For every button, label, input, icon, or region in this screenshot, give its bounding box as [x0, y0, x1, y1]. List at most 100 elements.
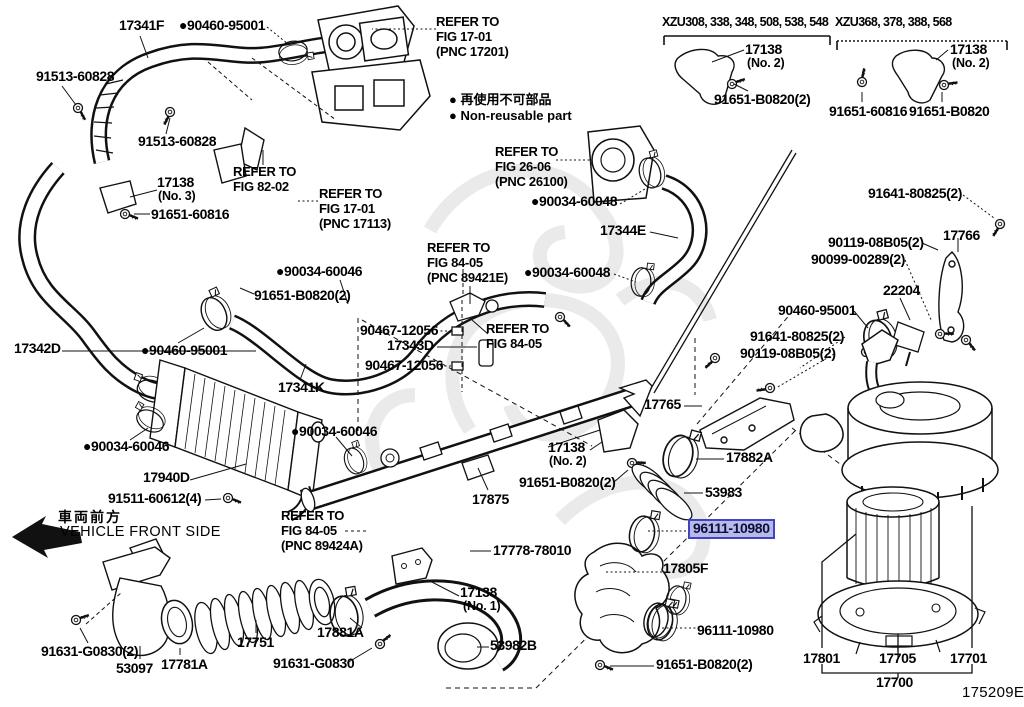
hose-17341f — [90, 36, 326, 164]
throttle-17344e — [587, 125, 708, 306]
part-label-17138-no3[interactable]: 17138 — [157, 174, 194, 190]
vehicle-front-label-en: VEHICLE FRONT SIDE — [60, 524, 221, 540]
part-label-91641-80825-2[interactable]: 91641-80825(2) — [750, 328, 845, 344]
corrugated-duct-17751 — [194, 578, 336, 655]
variant-brackets — [663, 35, 1008, 50]
part-label-22204[interactable]: 22204 — [883, 282, 920, 298]
part-label-91651-B0820-mid[interactable]: 91651-B0820(2) — [519, 474, 616, 490]
part-label-17138-g1[interactable]: 17138 — [745, 41, 782, 57]
part-label-17801[interactable]: 17801 — [803, 650, 840, 666]
intercooler-17940d — [149, 359, 326, 522]
part-label-17138-no2-mid[interactable]: 17138 — [548, 439, 585, 455]
variant-group-1-header: XZU308, 338, 348, 508, 538, 548 — [662, 15, 829, 29]
part-label-17881A[interactable]: 17881A — [317, 624, 364, 640]
part-label-53982B[interactable]: 53982B — [490, 637, 537, 653]
part-label-17341F[interactable]: 17341F — [119, 17, 165, 33]
part-label-91513-60828-1[interactable]: 91513-60828 — [36, 68, 115, 84]
part-label-96111-10980[interactable]: 96111-10980 — [697, 622, 774, 638]
part-label-91651-B0820-midleft[interactable]: 91651-B0820(2) — [254, 287, 351, 303]
vehicle-front-arrow — [12, 516, 82, 558]
part-label-17138-no1[interactable]: 17138 — [460, 584, 497, 600]
part-label-90034-60046-2[interactable]: ●90034-60046 — [291, 423, 378, 439]
part-label-90460-95001-top[interactable]: ●90460-95001 — [179, 17, 266, 33]
part-label-90467-12056-2[interactable]: 90467-12056 — [365, 357, 444, 373]
part-label-53097[interactable]: 53097 — [116, 660, 153, 676]
part-label-17344E[interactable]: 17344E — [600, 222, 646, 238]
part-label-17875[interactable]: 17875 — [472, 491, 509, 507]
part-label-17765[interactable]: 17765 — [644, 396, 681, 412]
hose-53983 — [631, 463, 693, 521]
resonator-53097 — [102, 538, 171, 657]
vehicle-front-label-ja: 車両前方 — [58, 509, 122, 525]
part-label-91651-B0820-bottom[interactable]: 91651-B0820(2) — [656, 656, 753, 672]
turbo-assembly — [311, 5, 431, 131]
variant-parts — [674, 48, 946, 105]
drawing-code: 175209E — [962, 684, 1024, 701]
duct-17805f — [574, 542, 694, 654]
part-label-90034-60046-3[interactable]: ●90034-60046 — [83, 438, 170, 454]
part-label-96111-10980-highlighted[interactable]: 96111-10980 — [688, 519, 775, 539]
part-sublabel-no1: (No. 1) — [463, 599, 501, 613]
legend-non-reusable-en: ● Non-reusable part — [449, 108, 572, 123]
part-label-91631-G0830[interactable]: 91631-G0830 — [273, 655, 355, 671]
part-label-17882A[interactable]: 17882A — [726, 449, 773, 465]
part-label-17138-g2[interactable]: 17138 — [950, 41, 987, 57]
part-label-17751[interactable]: 17751 — [237, 634, 274, 650]
pipe-17875 — [300, 386, 648, 513]
part-label-53983[interactable]: 53983 — [705, 484, 742, 500]
part-label-91651-60816-g2[interactable]: 91651-60816 — [829, 103, 908, 119]
part-label-90119-08B05-2[interactable]: 90119-08B05(2) — [740, 345, 836, 361]
part-sublabel-no2-g2: (No. 2) — [952, 56, 990, 70]
part-label-91651-B0820-g1[interactable]: 91651-B0820(2) — [714, 91, 811, 107]
index-bracket — [821, 506, 973, 678]
gasket-17781a — [160, 599, 194, 645]
bracket-17766 — [938, 251, 965, 343]
part-label-90460-95001-right[interactable]: 90460-95001 — [778, 302, 857, 318]
part-label-90119-08B05-1[interactable]: 90119-08B05(2) — [828, 234, 924, 250]
part-label-90460-95001-mid[interactable]: ●90460-95001 — [141, 342, 228, 358]
part-label-91513-60828-2[interactable]: 91513-60828 — [138, 133, 217, 149]
part-sublabel-no2-g1: (No. 2) — [747, 56, 785, 70]
part-label-17700[interactable]: 17700 — [876, 674, 913, 690]
hose-53982b — [364, 547, 523, 672]
part-label-17341K[interactable]: 17341K — [278, 379, 325, 395]
part-label-90034-60048-2[interactable]: ●90034-60048 — [524, 264, 611, 280]
part-label-91631-G0830-2[interactable]: 91631-G0830(2) — [41, 643, 139, 659]
part-label-90034-60046-1[interactable]: ●90034-60046 — [276, 263, 363, 279]
part-label-90099-00289[interactable]: 90099-00289(2) — [811, 251, 906, 267]
part-sublabel-no3: (No. 3) — [158, 189, 196, 203]
part-label-17940D[interactable]: 17940D — [143, 469, 190, 485]
part-label-17705[interactable]: 17705 — [879, 650, 916, 666]
part-label-17342D[interactable]: 17342D — [14, 340, 61, 356]
variant-group-2-header: XZU368, 378, 388, 568 — [835, 15, 952, 29]
hose-17342d — [18, 161, 177, 407]
part-label-91511-60612[interactable]: 91511-60612(4) — [108, 490, 202, 506]
bracket-17765 — [699, 397, 795, 451]
part-label-17778-78010[interactable]: 17778-78010 — [493, 542, 572, 558]
pointer-rod — [617, 149, 797, 418]
part-label-91651-B0820-g2[interactable]: 91651-B0820 — [909, 103, 990, 119]
leader-lines — [61, 26, 995, 667]
part-sublabel-no2-mid: (No. 2) — [549, 454, 587, 468]
part-label-91641-80825-1[interactable]: 91641-80825(2) — [868, 185, 963, 201]
check-valve-17343d — [449, 292, 499, 371]
part-label-17343D[interactable]: 17343D — [387, 337, 434, 353]
part-label-91651-60816-left[interactable]: 91651-60816 — [151, 206, 230, 222]
part-label-90467-12056-1[interactable]: 90467-12056 — [360, 322, 439, 338]
legend-non-reusable-ja: ● 再使用不可部品 — [449, 92, 552, 107]
part-label-17766[interactable]: 17766 — [943, 227, 980, 243]
part-label-17701[interactable]: 17701 — [950, 650, 987, 666]
part-label-17781A[interactable]: 17781A — [161, 656, 208, 672]
part-label-17805F[interactable]: 17805F — [663, 560, 709, 576]
part-label-90034-60048-1[interactable]: ●90034-60048 — [531, 193, 618, 209]
bracket-17138-no3 — [99, 126, 265, 214]
